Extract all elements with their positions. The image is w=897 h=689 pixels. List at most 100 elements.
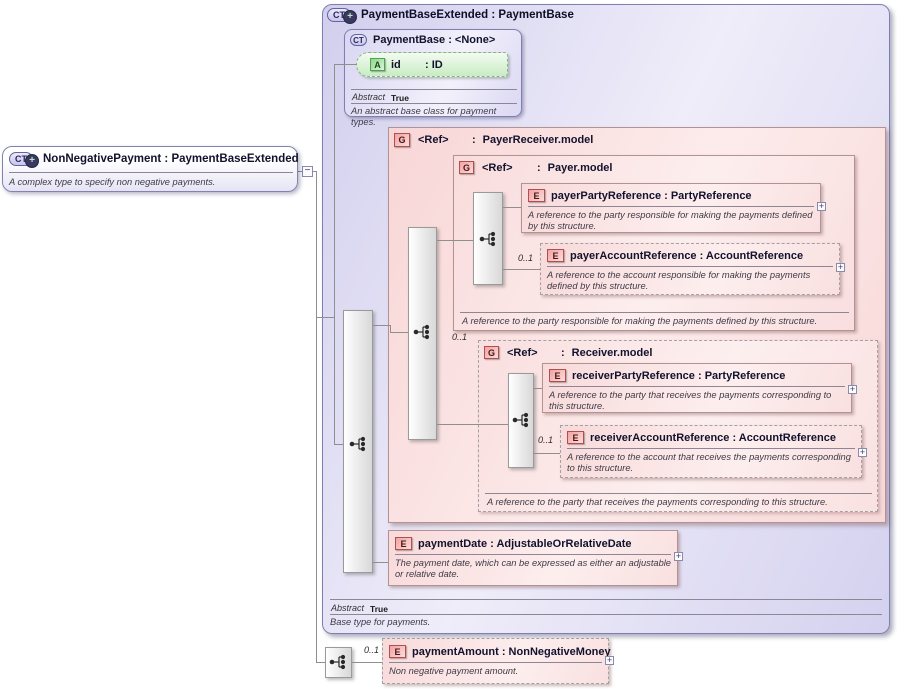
sequence-icon: [479, 231, 497, 247]
cardinality-label: 0..1: [452, 332, 468, 342]
separator: [528, 206, 814, 207]
abstract-value: True: [391, 93, 409, 103]
group-type: Receiver.model: [571, 346, 653, 359]
ct-label: CT: [333, 10, 345, 20]
connector-line: [503, 207, 521, 208]
type-header: CT + PaymentBaseExtended : PaymentBase: [327, 8, 574, 24]
type-title: PaymentBaseExtended : PaymentBase: [361, 9, 574, 21]
extension-plus-icon: +: [25, 154, 39, 168]
group-name: <Ref>: [507, 346, 538, 359]
type-box-non-negative-payment: CT + NonNegativePayment : PaymentBaseExt…: [2, 146, 299, 192]
complex-type-icon: CT: [350, 34, 367, 46]
type-description: Base type for payments.: [330, 617, 431, 627]
group-header: G <Ref> : PayerReceiver.model: [394, 133, 593, 147]
element-description: A reference to the account responsible f…: [547, 270, 811, 292]
group-type: Payer.model: [547, 161, 613, 174]
connector-line: [390, 325, 391, 333]
element-box-receiver-party-reference: E receiverPartyReference : PartyReferenc…: [542, 363, 852, 413]
connector-line: [373, 325, 390, 326]
expand-icon[interactable]: +: [848, 384, 857, 394]
element-description: The payment date, which can be expressed…: [395, 558, 671, 580]
group-header: G <Ref> : Payer.model: [459, 161, 613, 174]
element-icon: E: [528, 189, 545, 202]
group-name: <Ref>: [482, 161, 513, 174]
expand-icon[interactable]: +: [605, 655, 614, 665]
element-box-receiver-account-reference: E receiverAccountReference : AccountRefe…: [560, 425, 862, 478]
element-header: E paymentAmount : NonNegativeMoney: [383, 639, 611, 658]
separator: [567, 448, 855, 449]
expand-icon[interactable]: +: [817, 201, 826, 211]
expand-icon[interactable]: +: [836, 262, 845, 272]
group-name: <Ref>: [418, 134, 449, 146]
type-header: CT + NonNegativePayment : PaymentBaseExt…: [9, 152, 299, 168]
type-description: A complex type to specify non negative p…: [9, 177, 216, 187]
element-icon: E: [389, 645, 406, 658]
attribute-name: id: [391, 59, 401, 71]
group-colon: :: [561, 346, 565, 359]
element-title: payerPartyReference : PartyReference: [551, 189, 752, 202]
connector-line: [503, 269, 540, 270]
separator: [549, 386, 845, 387]
complex-type-extension-icon: CT +: [9, 152, 39, 168]
separator: [389, 662, 602, 663]
ct-label: CT: [15, 154, 27, 164]
element-box-payer-account-reference: E payerAccountReference : AccountReferen…: [540, 243, 840, 295]
sequence-icon: [329, 654, 347, 670]
connector-line: [334, 444, 343, 445]
group-description: A reference to the party responsible for…: [462, 316, 818, 326]
connector-line: [533, 388, 542, 389]
separator: [395, 554, 671, 555]
element-header: E payerAccountReference : AccountReferen…: [541, 244, 839, 262]
element-header: E receiverPartyReference : PartyReferenc…: [543, 364, 851, 382]
element-description: A reference to the party that receives t…: [549, 390, 832, 412]
type-description: An abstract base class for payment types…: [351, 106, 497, 128]
complex-type-extension-icon: CT +: [327, 8, 357, 24]
attribute-type: : ID: [425, 59, 443, 71]
element-title: paymentDate : AdjustableOrRelativeDate: [418, 537, 632, 550]
attribute-box-id: A id : ID: [356, 52, 508, 77]
connector-line: [437, 424, 508, 425]
type-title: PaymentBase : <None>: [373, 34, 496, 46]
separator: [330, 614, 882, 615]
expand-icon[interactable]: +: [858, 447, 867, 457]
abstract-value: True: [370, 604, 388, 614]
connector-line: [390, 332, 408, 333]
abstract-label: Abstract: [331, 603, 365, 613]
group-header: G <Ref> : Receiver.model: [484, 346, 652, 359]
collapse-icon[interactable]: −: [302, 166, 313, 177]
cardinality-label: 0..1: [538, 435, 554, 445]
group-colon: :: [537, 161, 541, 174]
element-box-payer-party-reference: E payerPartyReference : PartyReference A…: [521, 183, 821, 233]
extension-plus-icon: +: [343, 10, 357, 24]
separator: [547, 266, 833, 267]
element-header: E paymentDate : AdjustableOrRelativeDate: [389, 531, 677, 550]
element-description: A reference to the account that receives…: [567, 452, 851, 474]
connector-line: [313, 171, 316, 172]
element-icon: E: [549, 369, 566, 382]
separator: [351, 89, 517, 90]
connector-line: [352, 662, 382, 663]
connector-line: [533, 453, 560, 454]
element-icon: E: [395, 537, 412, 550]
sequence-icon: [349, 436, 367, 452]
connector-line: [316, 317, 334, 318]
separator: [485, 493, 872, 494]
connector-line: [316, 662, 325, 663]
expand-icon[interactable]: +: [674, 551, 683, 561]
connector-line: [437, 240, 473, 241]
cardinality-label: 0..1: [518, 253, 534, 263]
element-icon: E: [567, 431, 584, 444]
group-colon: :: [472, 134, 476, 146]
connector-line: [334, 64, 357, 65]
group-icon: G: [484, 346, 499, 359]
type-title: NonNegativePayment : PaymentBaseExtended: [43, 153, 299, 165]
group-icon: G: [394, 133, 410, 147]
element-box-payment-amount: E paymentAmount : NonNegativeMoney Non n…: [382, 638, 611, 684]
group-description: A reference to the party that receives t…: [487, 497, 828, 507]
separator: [330, 599, 882, 600]
element-title: payerAccountReference : AccountReference: [570, 249, 804, 262]
sequence-indicator-main: [343, 310, 373, 573]
element-title: receiverAccountReference : AccountRefere…: [590, 431, 836, 444]
separator: [9, 172, 293, 173]
